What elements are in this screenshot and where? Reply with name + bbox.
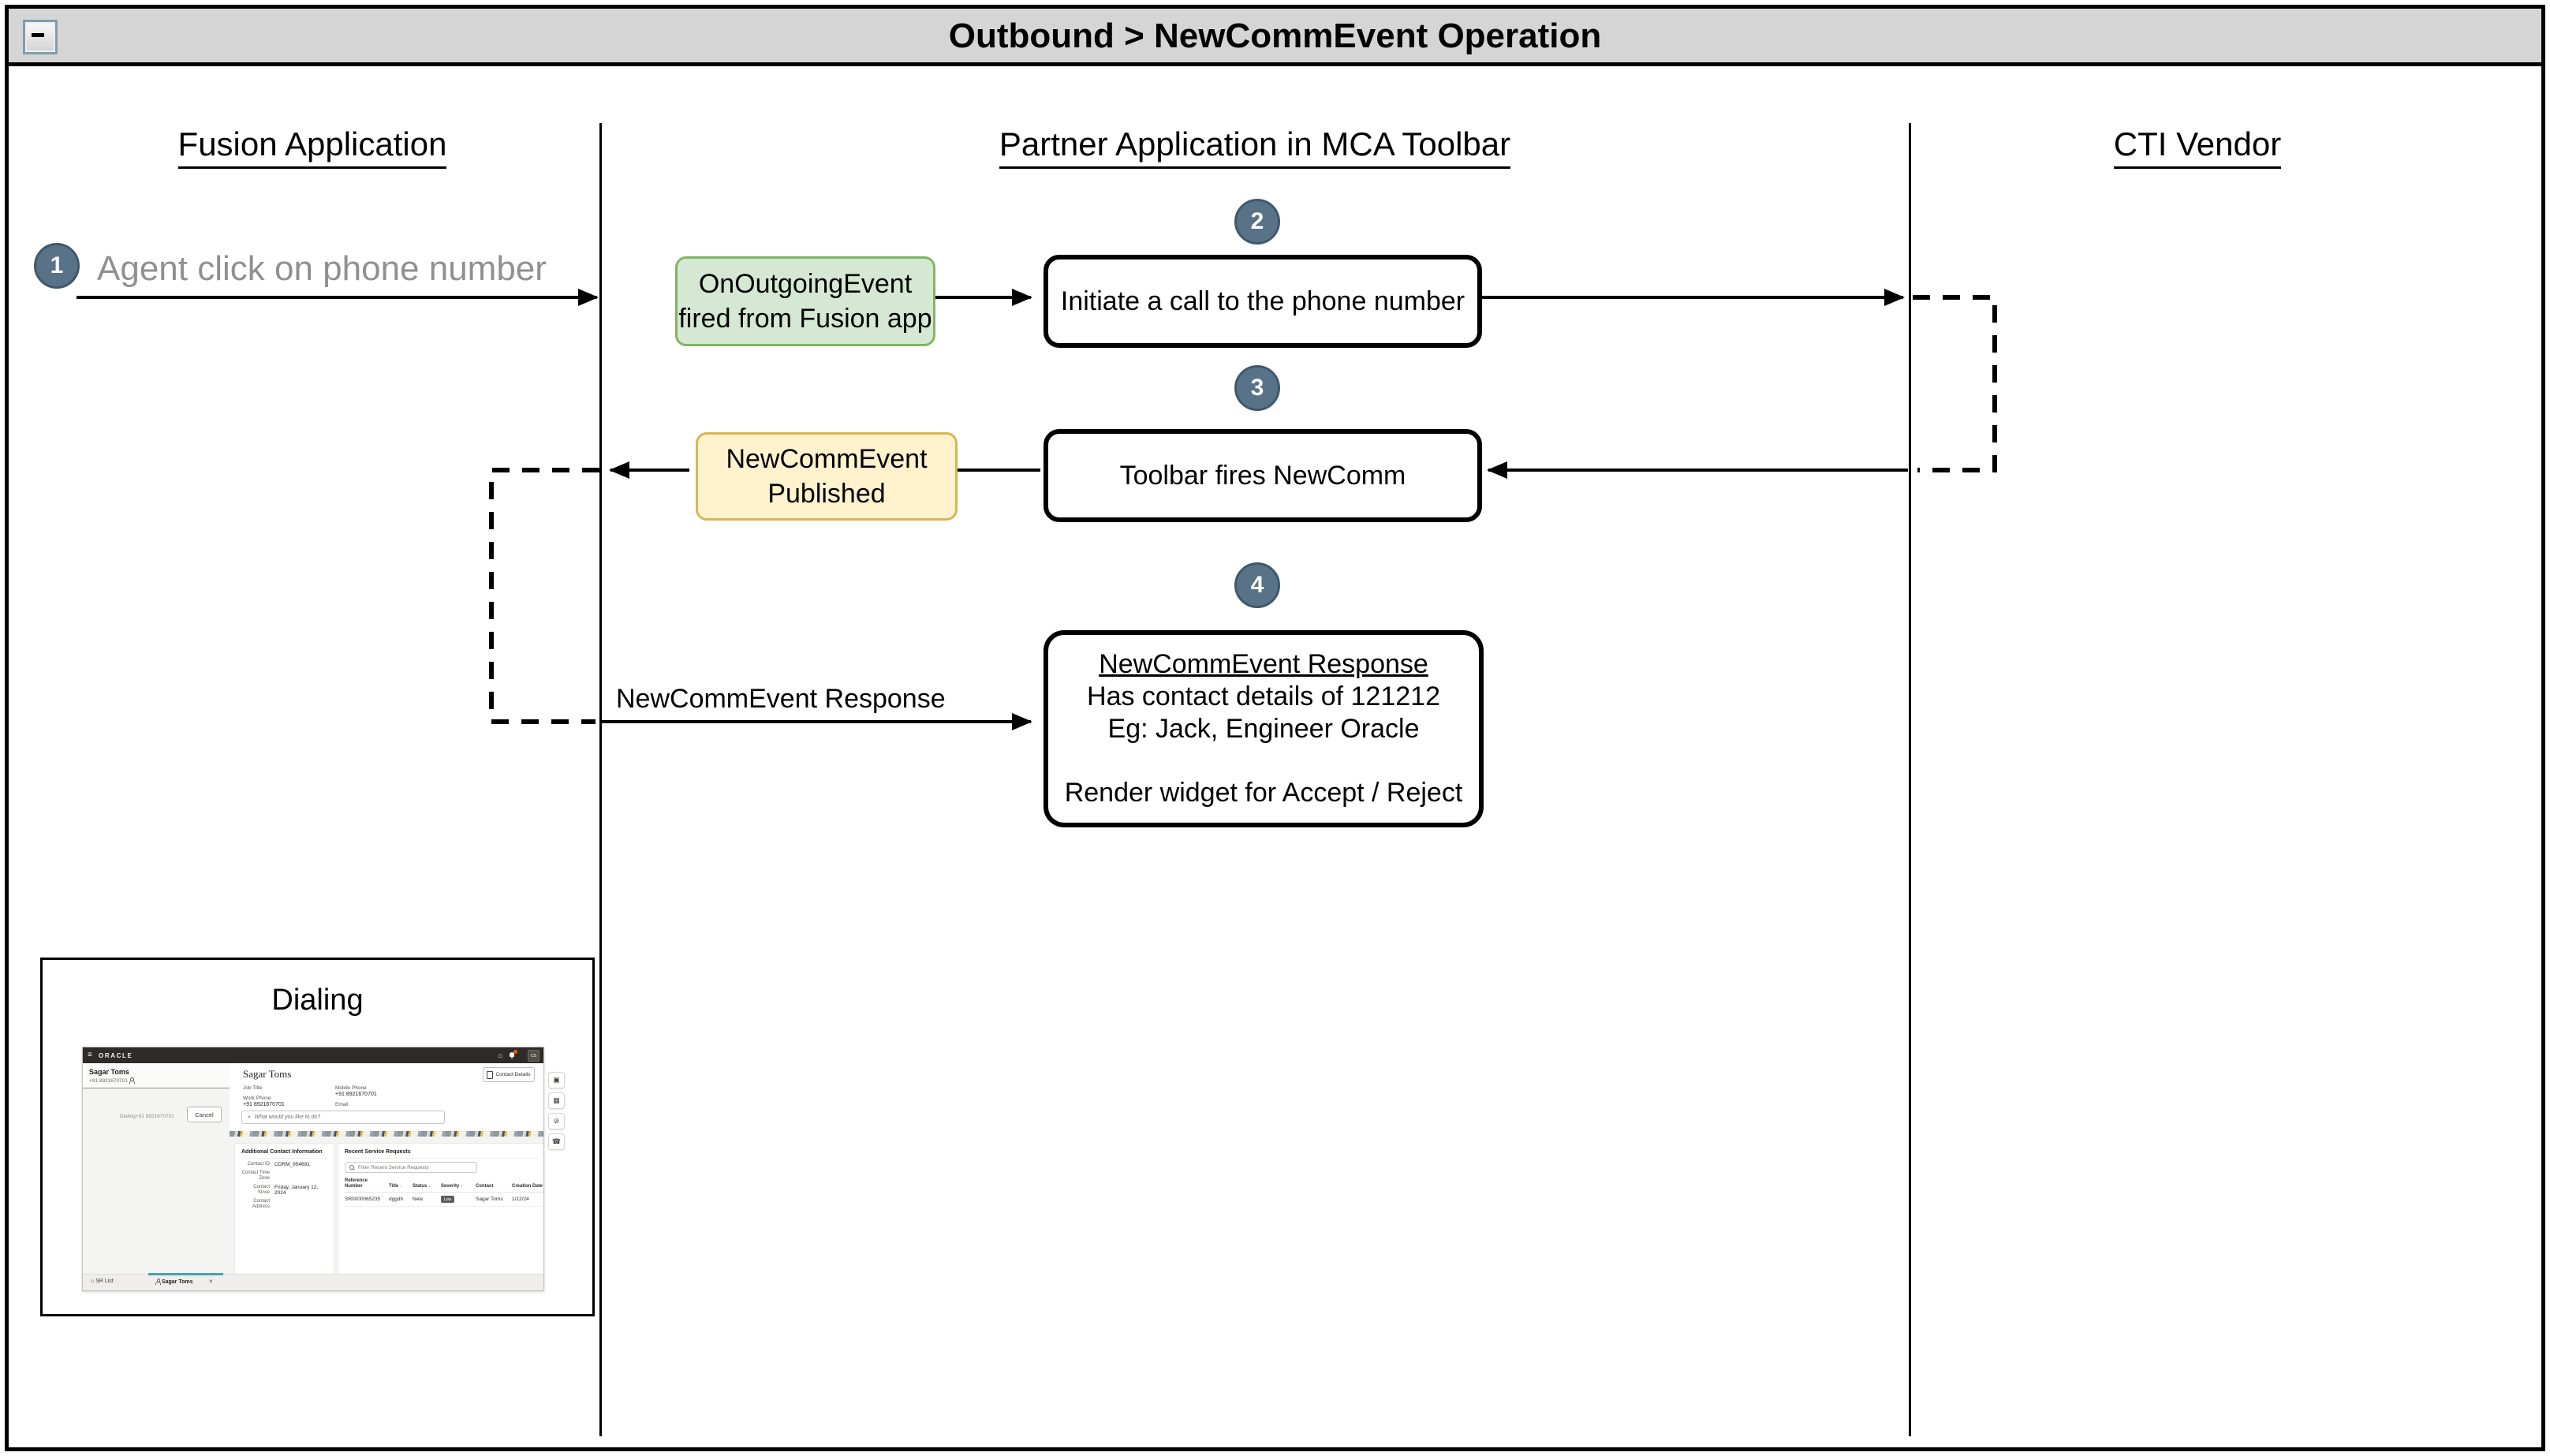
- lane-header-fusion: Fusion Application: [80, 125, 545, 169]
- dialing-screenshot-panel: Dialing ≡ ORACLE ⌂ CS Sagar Toms +: [40, 958, 595, 1316]
- work-phone-label: Work Phone: [243, 1096, 271, 1101]
- mobile-phone-label: Mobile Phone: [335, 1085, 367, 1091]
- caller-name: Sagar Toms: [89, 1068, 129, 1076]
- contact-card-icon: ▣: [553, 1076, 560, 1084]
- step-badge-1: 1: [34, 243, 80, 289]
- notifications-bell-icon[interactable]: [510, 1052, 515, 1058]
- contact-name-heading: Sagar Toms: [243, 1068, 292, 1080]
- filter-requests-input[interactable]: Filter Recent Service Requests: [345, 1162, 477, 1173]
- email-label: Email: [335, 1102, 349, 1107]
- assistant-input[interactable]: > What would you like to do?: [241, 1111, 445, 1124]
- screenshot-caption: Dialing: [271, 984, 364, 1017]
- severity-badge: Low: [441, 1196, 455, 1203]
- additional-info-title: Additional Contact Information: [241, 1149, 327, 1159]
- connector-layer: [77, 289, 1997, 730]
- mini-topbar: ≡ ORACLE ⌂ CS: [83, 1047, 543, 1063]
- phone-rail-button[interactable]: ☎: [548, 1133, 565, 1150]
- service-requests-table: Reference Number Title ↕ Status ↕ Severi…: [345, 1177, 543, 1207]
- step1-label: Agent click on phone number: [97, 249, 547, 288]
- lane-header-cti: CTI Vendor: [1965, 125, 2430, 169]
- newcommevent-published-box: NewCommEvent Published: [696, 432, 958, 521]
- table-row: SR0000065235 dggdh New Low Sagar Toms 1/…: [345, 1192, 543, 1207]
- block-icon: ⊘: [553, 1117, 560, 1125]
- mobile-phone-value: +91 8921670701: [335, 1092, 377, 1097]
- oracle-logo: ORACLE: [99, 1052, 133, 1059]
- phone-icon: ☎: [551, 1137, 562, 1145]
- mini-app-screenshot: ≡ ORACLE ⌂ CS Sagar Toms +91 8921670701: [82, 1047, 544, 1291]
- job-title-label: Job Title: [243, 1085, 263, 1091]
- collapse-button[interactable]: [23, 20, 58, 54]
- search-icon: [349, 1164, 355, 1170]
- service-requests-title: Recent Service Requests: [345, 1149, 539, 1159]
- mini-bottom-bar: ⌂ SR List Sagar Toms ×: [83, 1273, 543, 1290]
- newcommevent-response-box: NewCommEvent Response Has contact detail…: [1044, 630, 1484, 827]
- lane-header-partner: Partner Application in MCA Toolbar: [916, 125, 1594, 169]
- call-panel: Sagar Toms +91 8921670701 Dialing+91 892…: [83, 1063, 230, 1275]
- cancel-call-button[interactable]: Cancel: [187, 1107, 222, 1122]
- reference-number-link[interactable]: SR0000065235: [345, 1192, 389, 1207]
- step-badge-3: 3: [1234, 365, 1280, 411]
- person-icon: [155, 1279, 162, 1285]
- toolbar-fires-newcomm-box: Toolbar fires NewComm: [1044, 429, 1482, 522]
- person-icon: [129, 1077, 135, 1084]
- initiate-call-box: Initiate a call to the phone number: [1044, 255, 1482, 348]
- banner-strip: [230, 1131, 543, 1137]
- grid-rail-button[interactable]: ▦: [548, 1092, 565, 1109]
- caller-phone: +91 8921670701: [89, 1077, 135, 1084]
- contact-tab[interactable]: Sagar Toms: [155, 1279, 193, 1285]
- chevron-right-icon: >: [248, 1114, 251, 1120]
- sr-list-tab[interactable]: ⌂ SR List: [91, 1279, 114, 1284]
- recent-service-requests-card: Recent Service Requests Filter Recent Se…: [338, 1143, 543, 1275]
- info-row: Contact ID CDRM_954691: [247, 1162, 310, 1167]
- info-row: Contact Time Zone: [241, 1170, 270, 1181]
- step-badge-4: 4: [1234, 562, 1280, 608]
- minus-icon: [32, 33, 44, 37]
- lane-divider-right: [1909, 123, 1911, 1436]
- sort-icon: ↕: [399, 1184, 402, 1189]
- grid-icon: ▦: [553, 1096, 560, 1104]
- on-outgoing-event-box: OnOutgoingEvent fired from Fusion app: [675, 256, 935, 346]
- notification-badge: [513, 1050, 517, 1054]
- info-row: Contact Address: [252, 1199, 270, 1209]
- contact-main-area: Sagar Toms Contact Details Job Title Wor…: [230, 1063, 543, 1275]
- contact-details-button[interactable]: Contact Details: [483, 1067, 535, 1082]
- active-tab-indicator: [148, 1273, 223, 1275]
- step-badge-2: 2: [1234, 199, 1280, 245]
- additional-contact-info-card: Additional Contact Information Contact I…: [234, 1143, 334, 1275]
- outer-frame: Outbound > NewCommEvent Operation: [5, 5, 2545, 1451]
- hamburger-icon[interactable]: ≡: [88, 1051, 92, 1059]
- info-row: Contact Since Friday, January 12, 2024: [253, 1185, 319, 1196]
- dialing-status-text: Dialing+91 8921670701: [120, 1114, 174, 1119]
- table-header-row: Reference Number Title ↕ Status ↕ Severi…: [345, 1177, 543, 1193]
- avatar[interactable]: CS: [528, 1050, 539, 1062]
- sort-icon: ↕: [428, 1184, 431, 1189]
- contact-details-icon: [487, 1070, 494, 1079]
- work-phone-value: +91 8921670701: [243, 1102, 285, 1107]
- home-icon: ⌂: [91, 1279, 95, 1284]
- contact-card-rail-button[interactable]: ▣: [548, 1072, 565, 1088]
- response-arrow-label: NewCommEvent Response: [616, 684, 946, 714]
- diagram-title-bar: Outbound > NewCommEvent Operation: [9, 9, 2541, 66]
- sort-icon: ↕: [461, 1184, 463, 1189]
- call-panel-header: Sagar Toms +91 8921670701: [83, 1063, 230, 1088]
- close-tab-icon[interactable]: ×: [209, 1278, 213, 1285]
- page-title: Outbound > NewCommEvent Operation: [948, 17, 1602, 55]
- lane-divider-left: [599, 123, 602, 1436]
- home-icon[interactable]: ⌂: [498, 1051, 502, 1059]
- block-rail-button[interactable]: ⊘: [548, 1113, 565, 1129]
